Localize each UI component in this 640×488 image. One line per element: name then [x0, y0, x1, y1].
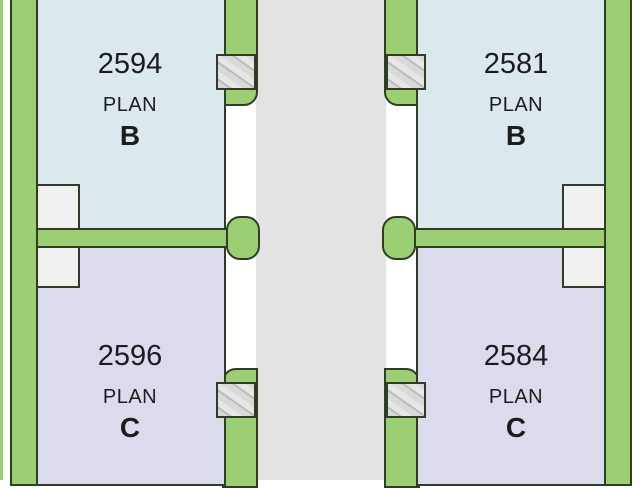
plan-type: C [119, 412, 141, 443]
plan-label: PLAN [102, 386, 158, 408]
left-street-landscape [222, 0, 258, 106]
central-street [256, 0, 386, 480]
stone-walkway-2594 [216, 54, 256, 90]
plan-label: PLAN [488, 94, 544, 116]
right-street-landscape [384, 0, 420, 106]
lot-2581-garage [562, 184, 606, 230]
plan-type: C [505, 412, 527, 443]
right-divider-bump [382, 216, 416, 260]
lot-number: 2596 [97, 340, 163, 372]
plan-label: PLAN [102, 94, 158, 116]
lot-2584[interactable]: 2584 PLAN C [416, 246, 606, 486]
lot-number: 2594 [97, 48, 163, 80]
lot-2596-garage [36, 246, 80, 288]
left-middle-divider [36, 228, 258, 248]
stone-walkway-2581 [386, 54, 426, 90]
lot-2581[interactable]: 2581 PLAN B [416, 0, 606, 230]
plan-type: B [119, 120, 141, 151]
stone-walkway-2596 [216, 382, 256, 418]
lot-2594-garage [36, 184, 80, 230]
stone-walkway-2584 [386, 382, 426, 418]
right-middle-divider [384, 228, 606, 248]
left-divider-bump [226, 216, 260, 260]
left-edge-line [0, 0, 3, 480]
lot-2584-garage [562, 246, 606, 288]
plan-type: B [505, 120, 527, 151]
lot-number: 2584 [483, 340, 549, 372]
plan-label: PLAN [488, 386, 544, 408]
lot-number: 2581 [483, 48, 549, 80]
